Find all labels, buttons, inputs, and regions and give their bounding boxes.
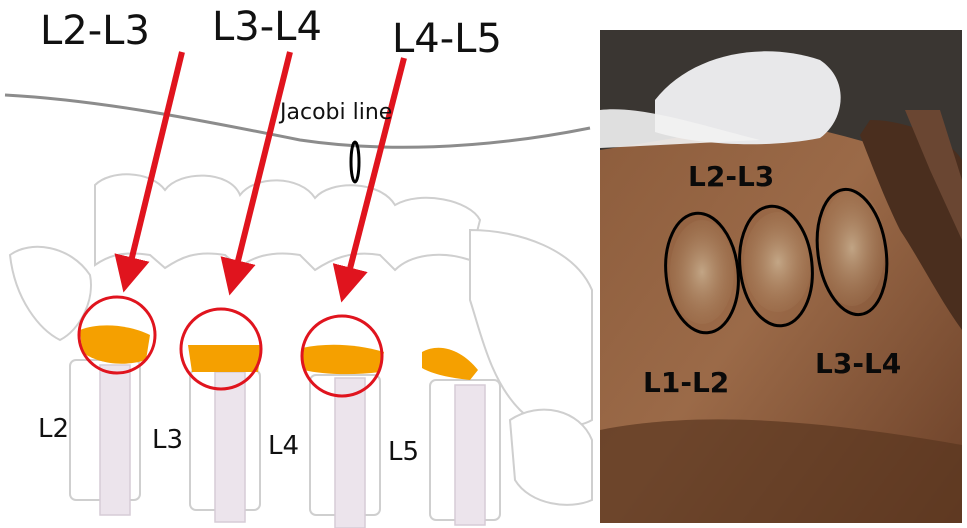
label-top-l2-l3: L2-L3	[40, 8, 150, 54]
target-circles	[77, 295, 384, 398]
vertebra-label-l5: L5	[388, 437, 419, 467]
vertebra-label-l4: L4	[268, 431, 299, 461]
clinical-photo: L2-L3 L1-L2 L3-L4	[600, 30, 962, 523]
ellipse-l3-l4	[815, 187, 889, 317]
jacobi-line-marker	[349, 140, 361, 184]
spine-diagram: L2-L3 L3-L4 L4-L5 Jacobi line L2 L3 L4 L…	[4, 4, 593, 528]
photo-white-cloth	[655, 51, 841, 145]
ellipse-l2-l3	[738, 204, 814, 328]
target-circle-l4-l5	[300, 314, 384, 398]
photo-label-l1-l2: L1-L2	[643, 366, 729, 399]
vertebra-label-l2: L2	[38, 414, 69, 444]
photo-label-l2-l3: L2-L3	[688, 160, 774, 193]
target-circle-l3-l4	[179, 307, 263, 391]
photo-white-sheet	[600, 109, 760, 148]
photo-shadow	[600, 419, 962, 523]
label-top-l4-l5: L4-L5	[392, 16, 502, 62]
photo-belt-strap	[905, 110, 962, 240]
arrows	[114, 51, 407, 303]
injection-site-ellipses	[664, 187, 889, 335]
skin-contour-line	[4, 93, 591, 149]
gel-patches	[670, 190, 885, 324]
arrow-l3-l4	[220, 51, 293, 296]
photo-label-l3-l4: L3-L4	[815, 347, 901, 380]
jacobi-line-label: Jacobi line	[278, 100, 392, 125]
arrow-l4-l5	[332, 57, 407, 303]
ellipse-l1-l2	[664, 211, 740, 335]
vertebra-label-l3: L3	[152, 425, 183, 455]
spinal-canal-shading	[99, 364, 486, 528]
arrow-l2-l3	[114, 51, 185, 293]
target-circle-l2-l3	[77, 295, 157, 375]
label-top-l3-l4: L3-L4	[212, 4, 322, 50]
injectate-spread	[80, 325, 478, 380]
